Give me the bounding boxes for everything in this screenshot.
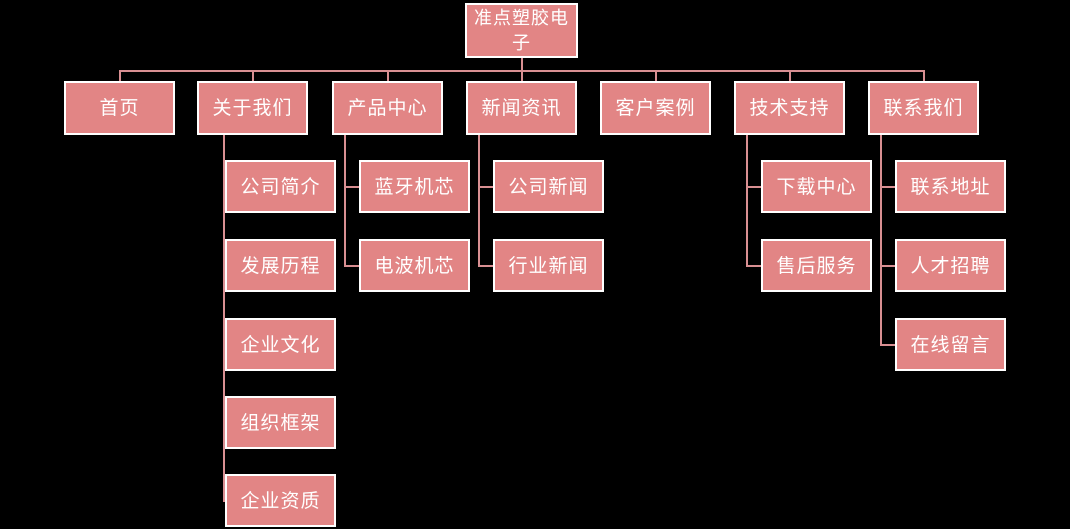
node-root[interactable]: 准点塑胶电子 — [465, 3, 578, 58]
connector-drop-news — [521, 70, 523, 81]
node-qualifications[interactable]: 企业资质 — [225, 474, 336, 527]
node-about-us[interactable]: 关于我们 — [197, 81, 308, 135]
connector-elbow-contact-3 — [880, 344, 896, 346]
connector-elbow-products-2 — [344, 265, 360, 267]
node-bluetooth-movement[interactable]: 蓝牙机芯 — [359, 160, 470, 213]
connector-elbow-contact-1 — [880, 186, 896, 188]
connector-drop-contact — [923, 70, 925, 81]
node-download-center[interactable]: 下载中心 — [761, 160, 872, 213]
connector-drop-about — [252, 70, 254, 81]
connector-drop-cases — [655, 70, 657, 81]
node-tech-support[interactable]: 技术支持 — [734, 81, 845, 135]
node-company-news[interactable]: 公司新闻 — [493, 160, 604, 213]
connector-spine-about — [223, 135, 225, 501]
connector-spine-support — [746, 135, 748, 266]
connector-drop-home — [119, 70, 121, 81]
connector-spine-contact — [880, 135, 882, 345]
connector-drop-support — [789, 70, 791, 81]
node-online-message[interactable]: 在线留言 — [895, 318, 1006, 371]
node-corporate-culture[interactable]: 企业文化 — [225, 318, 336, 371]
node-org-structure[interactable]: 组织框架 — [225, 396, 336, 449]
node-home[interactable]: 首页 — [64, 81, 175, 135]
connector-root-drop — [521, 58, 523, 70]
connector-elbow-news-1 — [478, 186, 494, 188]
node-company-profile[interactable]: 公司简介 — [225, 160, 336, 213]
connector-spine-news — [478, 135, 480, 266]
node-contact-address[interactable]: 联系地址 — [895, 160, 1006, 213]
node-product-center[interactable]: 产品中心 — [332, 81, 443, 135]
connector-spine-products — [344, 135, 346, 266]
connector-elbow-products-1 — [344, 186, 360, 188]
connector-drop-products — [387, 70, 389, 81]
node-development-history[interactable]: 发展历程 — [225, 239, 336, 292]
node-recruitment[interactable]: 人才招聘 — [895, 239, 1006, 292]
connector-elbow-news-2 — [478, 265, 494, 267]
connector-elbow-support-2 — [746, 265, 762, 267]
node-customer-cases[interactable]: 客户案例 — [600, 81, 711, 135]
connector-elbow-contact-2 — [880, 265, 896, 267]
node-contact-us[interactable]: 联系我们 — [868, 81, 979, 135]
node-radio-movement[interactable]: 电波机芯 — [359, 239, 470, 292]
connector-elbow-support-1 — [746, 186, 762, 188]
node-industry-news[interactable]: 行业新闻 — [493, 239, 604, 292]
node-news[interactable]: 新闻资讯 — [466, 81, 577, 135]
node-after-sales-service[interactable]: 售后服务 — [761, 239, 872, 292]
